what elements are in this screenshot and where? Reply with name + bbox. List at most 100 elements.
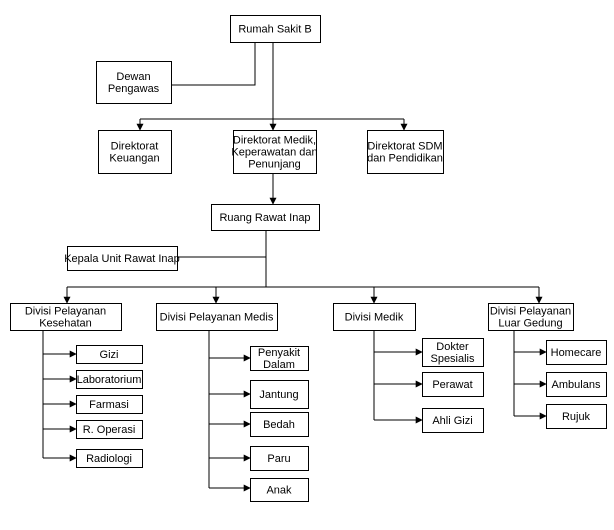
node-label-line: Dewan [116, 71, 150, 83]
node-label: Kepala Unit Rawat Inap [64, 253, 180, 265]
node-perawat: Perawat [422, 372, 484, 397]
node-label: Gizi [100, 349, 119, 361]
node-label-line: Laboratorium [77, 374, 142, 386]
node-label: Farmasi [89, 399, 129, 411]
node-box [546, 404, 607, 429]
node-label-line: Homecare [551, 347, 602, 359]
node-label-line: Bedah [263, 419, 295, 431]
node-label: Laboratorium [77, 374, 142, 386]
node-label: Paru [267, 453, 290, 465]
node-rumah-sakit: Rumah Sakit B [230, 15, 321, 43]
node-label-line: Pengawas [108, 83, 160, 95]
node-box [98, 130, 172, 174]
node-box [96, 61, 172, 104]
node-label: Anak [266, 485, 292, 497]
node-label-line: Keuangan [109, 153, 159, 165]
node-paru: Paru [250, 446, 309, 471]
node-label-line: Divisi Medik [345, 312, 404, 324]
connectors [42, 42, 547, 492]
node-box [250, 346, 309, 371]
node-label-line: Divisi Pelayanan Medis [160, 312, 274, 324]
node-gizi: Gizi [76, 345, 143, 364]
node-box [546, 372, 607, 397]
node-label-line: Paru [267, 453, 290, 465]
node-label-line: Farmasi [89, 399, 129, 411]
node-label-line: Anak [266, 485, 292, 497]
node-label-line: Kepala Unit Rawat Inap [64, 253, 180, 265]
node-label-line: Direktorat Medik, [233, 135, 316, 147]
node-rujuk: Rujuk [546, 404, 607, 429]
node-anak: Anak [250, 478, 309, 502]
node-laboratorium: Laboratorium [76, 370, 143, 389]
node-label-line: Spesialis [430, 353, 475, 365]
node-label: Ruang Rawat Inap [219, 212, 310, 224]
node-box [488, 303, 574, 331]
node-label: Rumah Sakit B [238, 24, 311, 36]
node-label: Perawat [432, 379, 472, 391]
node-label-line: Direktorat [111, 141, 159, 153]
node-box [76, 345, 143, 364]
node-box [233, 130, 317, 174]
node-label-line: Rumah Sakit B [238, 24, 311, 36]
node-label-line: Dalam [263, 359, 295, 371]
node-ambulans: Ambulans [546, 372, 607, 397]
node-kepala-unit-rawat-inap: Kepala Unit Rawat Inap [64, 246, 180, 271]
node-divisi-pelayanan-medis: Divisi Pelayanan Medis [156, 303, 278, 331]
node-jantung: Jantung [250, 380, 309, 409]
node-box [422, 338, 484, 367]
node-label-line: Rujuk [562, 411, 591, 423]
node-box [76, 449, 143, 468]
node-label-line: Ahli Gizi [432, 415, 472, 427]
node-label-line: dan Pendidikan [367, 153, 443, 165]
node-box [250, 380, 309, 409]
node-label: Radiologi [86, 453, 132, 465]
node-box [250, 412, 309, 437]
node-label-line: Penyakit [258, 347, 300, 359]
node-label-line: Penunjang [248, 159, 301, 171]
node-label-line: Radiologi [86, 453, 132, 465]
node-label: R. Operasi [83, 424, 136, 436]
connector-line [171, 42, 256, 86]
node-farmasi: Farmasi [76, 395, 143, 414]
node-label-line: R. Operasi [83, 424, 136, 436]
node-label: Ahli Gizi [432, 415, 472, 427]
node-label: Bedah [263, 419, 295, 431]
node-box [250, 478, 309, 502]
node-box [211, 204, 320, 231]
node-label-line: Ambulans [552, 379, 601, 391]
node-box [422, 408, 484, 433]
node-label-line: Jantung [259, 389, 298, 401]
node-box [250, 446, 309, 471]
node-label-line: Direktorat SDM [367, 141, 442, 153]
node-label-line: Divisi Pelayanan [490, 306, 571, 318]
node-label-line: Dokter [436, 341, 469, 353]
node-box [230, 15, 321, 43]
node-box [67, 246, 178, 271]
node-ahli-gizi: Ahli Gizi [422, 408, 484, 433]
node-bedah: Bedah [250, 412, 309, 437]
node-label: Jantung [259, 389, 298, 401]
node-box [156, 303, 278, 331]
node-box [76, 395, 143, 414]
node-label-line: Gizi [100, 349, 119, 361]
node-label-line: Perawat [432, 379, 472, 391]
node-box [76, 420, 143, 439]
node-box [76, 370, 143, 389]
node-label-line: Ruang Rawat Inap [219, 212, 310, 224]
